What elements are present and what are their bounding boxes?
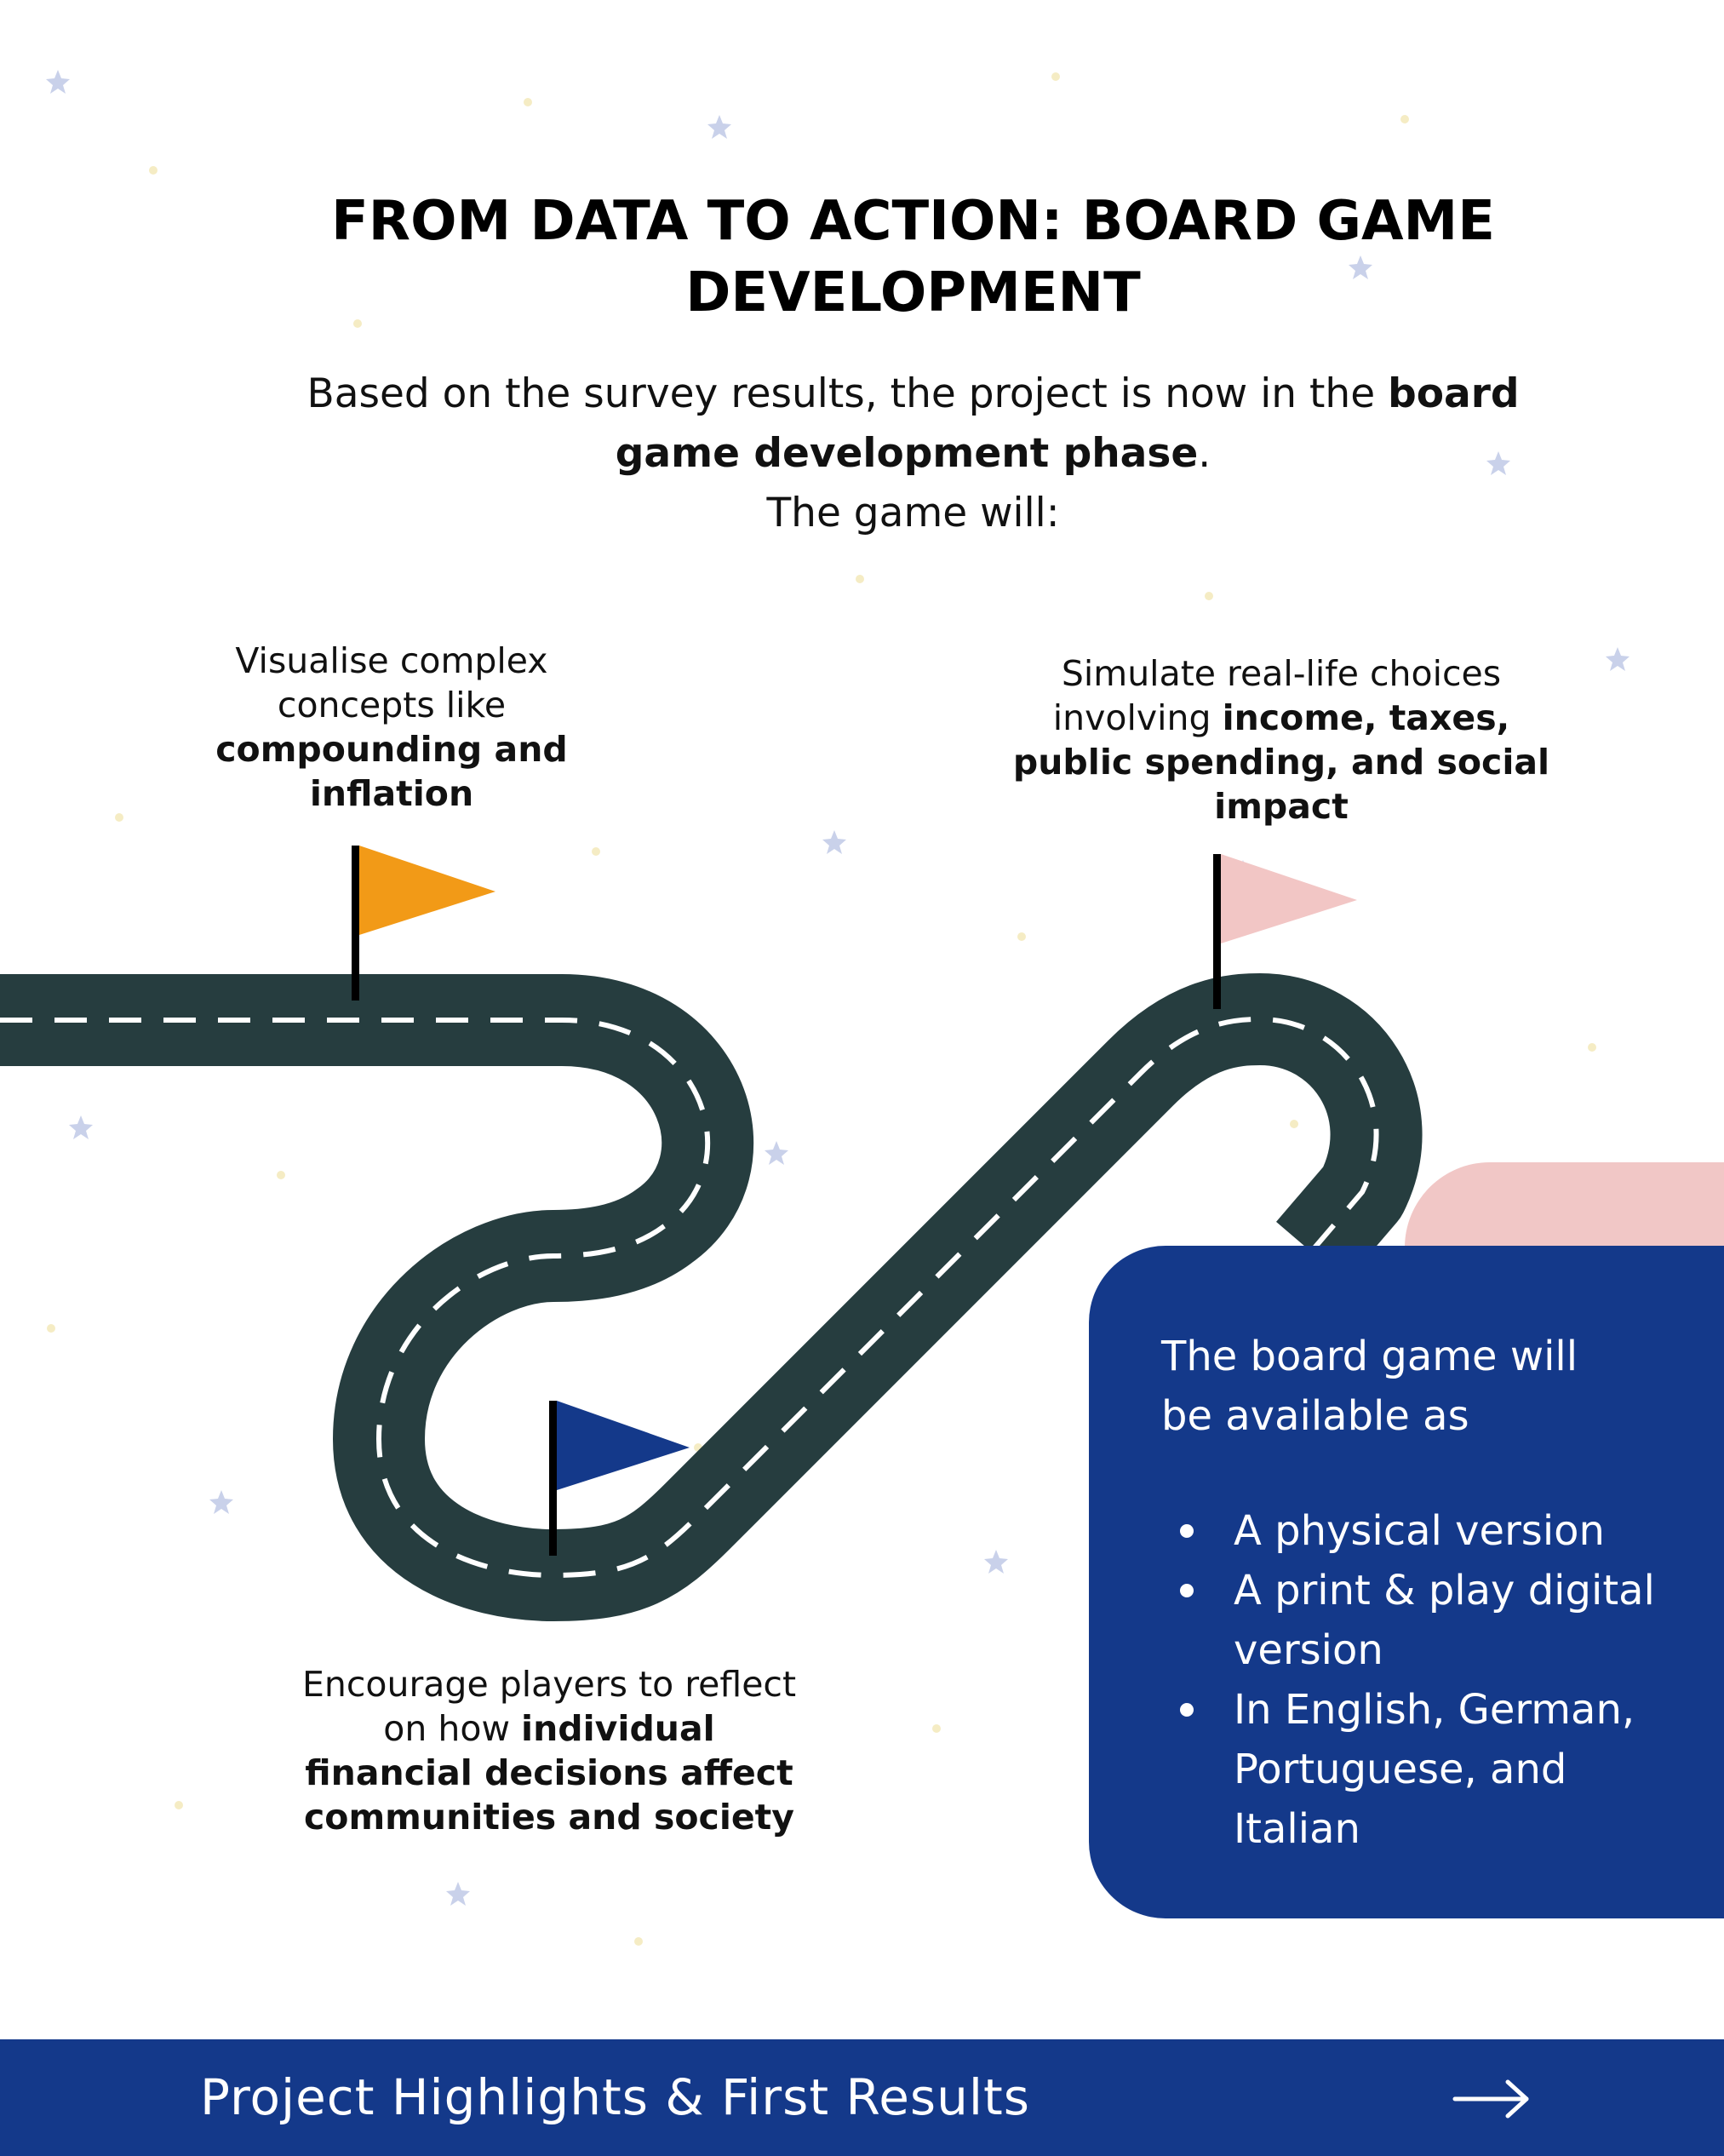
bullet-icon [1180, 1584, 1194, 1597]
bullet-icon [1180, 1703, 1194, 1717]
milestone-simulate: Simulate real-life choices involving inc… [996, 651, 1566, 829]
availability-list: A physical version A print & play digita… [1161, 1501, 1672, 1859]
intro-end: . [1198, 430, 1211, 477]
milestone-visualise: Visualise complex concepts like compound… [187, 639, 596, 816]
list-item: In English, German, Portuguese, and Ital… [1161, 1680, 1672, 1859]
list-item-text: A physical version [1234, 1507, 1605, 1555]
intro-plain: Based on the survey results, the project… [306, 370, 1389, 417]
milestone-simulate-bold: income, taxes, public spending, and soci… [1012, 697, 1550, 827]
milestone-simulate-plain: Simulate real-life choices involving [1052, 653, 1502, 738]
availability-intro: The board game will be available as [1161, 1333, 1578, 1440]
footer-link-text[interactable]: Project Highlights & First Results [200, 2068, 1030, 2126]
pink-flag-icon [1213, 854, 1357, 1009]
milestone-visualise-plain: Visualise complex concepts like [235, 640, 548, 725]
intro-bold: board game development phase [615, 370, 1520, 477]
milestone-encourage-bold: individual financial decisions affect co… [303, 1708, 795, 1838]
list-item-text: A print & play digital version [1234, 1567, 1655, 1674]
intro-line-2: The game will: [766, 490, 1060, 536]
milestone-encourage: Encourage players to reflect on how indi… [294, 1662, 805, 1839]
list-item: A print & play digital version [1161, 1561, 1672, 1680]
footer-bar[interactable]: Project Highlights & First Results [0, 2039, 1724, 2156]
page-title: FROM DATA TO ACTION: BOARD GAME DEVELOPM… [331, 190, 1495, 324]
intro-line-1: Based on the survey results, the project… [255, 364, 1571, 484]
bullet-icon [1180, 1524, 1194, 1538]
intro-text: Based on the survey results, the project… [255, 364, 1571, 543]
small-star-icon-group [47, 72, 1596, 1946]
list-item-text: In English, German, Portuguese, and Ital… [1234, 1686, 1635, 1853]
arrow-right-icon[interactable] [1452, 2073, 1533, 2124]
list-item: A physical version [1161, 1501, 1672, 1561]
availability-box: The board game will be available as A ph… [1089, 1246, 1724, 1918]
orange-flag-icon [352, 846, 495, 1001]
navy-flag-icon [549, 1401, 690, 1556]
milestone-visualise-bold: compounding and inflation [215, 729, 568, 814]
milestone-encourage-plain: Encourage players to reflect on how [301, 1664, 797, 1749]
star-icon-group [46, 70, 1629, 1906]
road [0, 973, 1423, 1621]
